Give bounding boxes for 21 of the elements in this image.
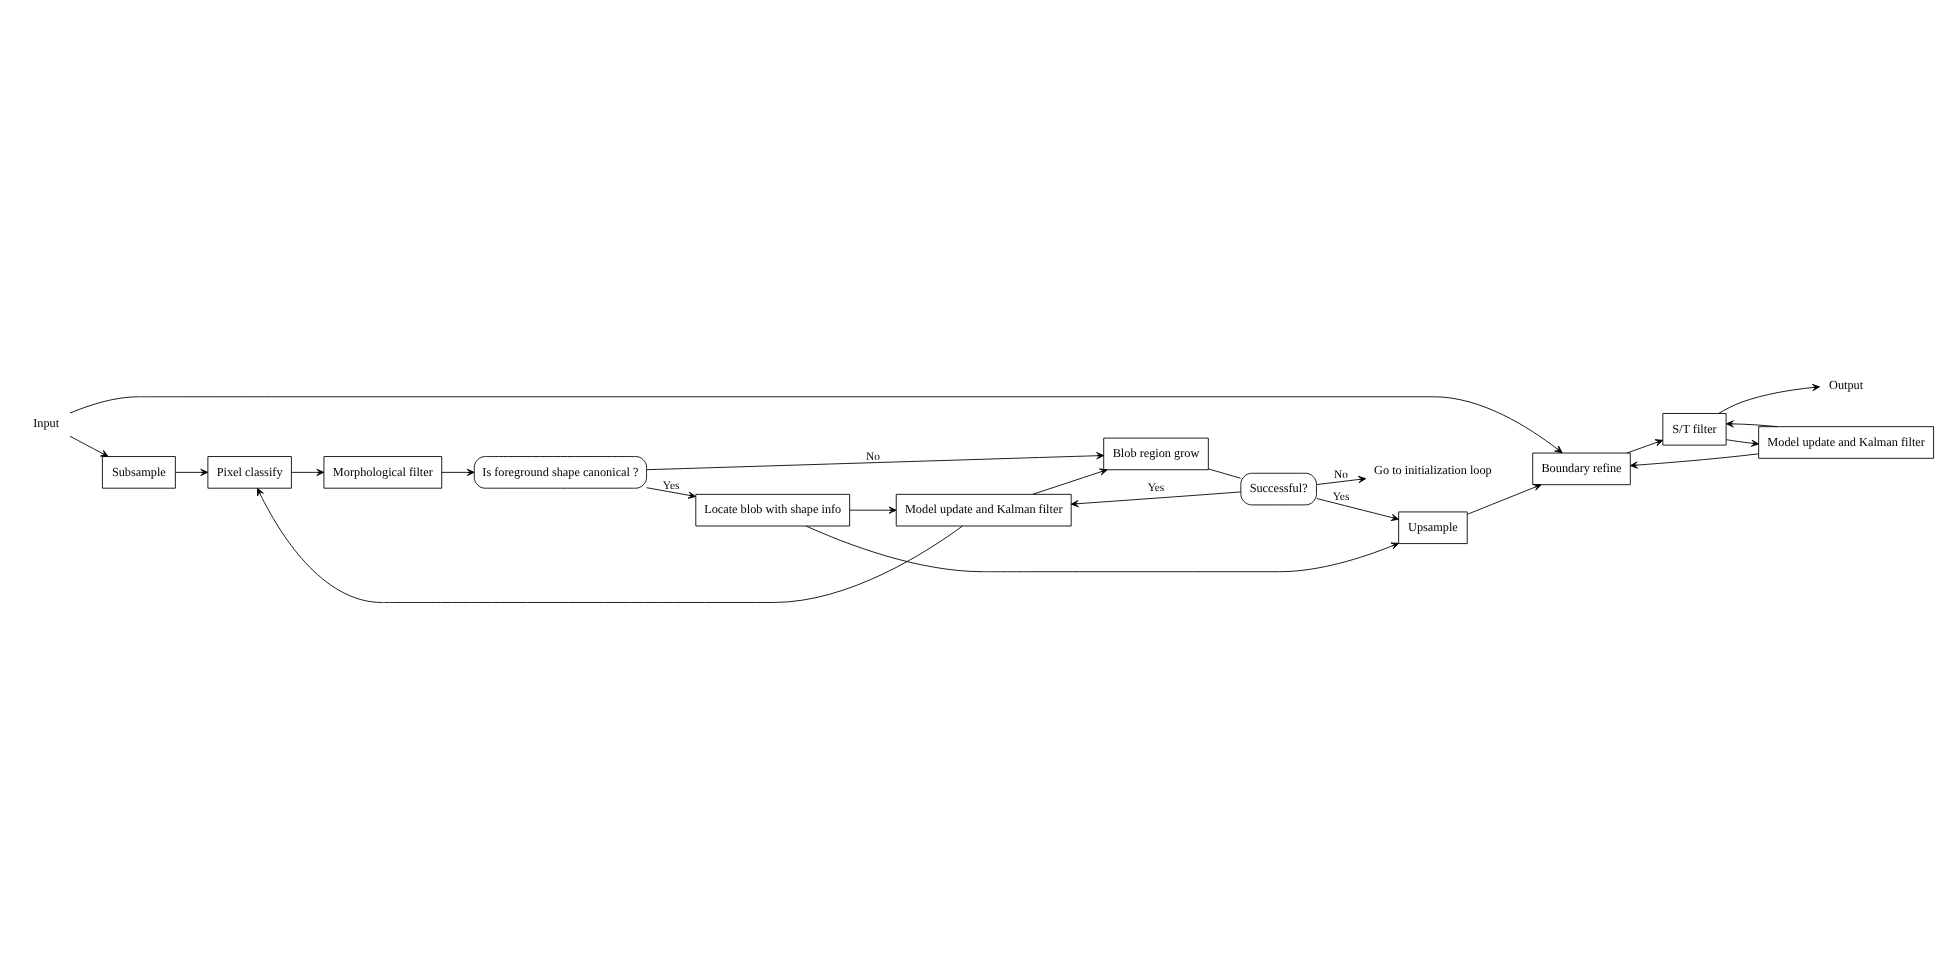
arrow	[69, 395, 1563, 453]
arrow	[1467, 482, 1542, 514]
arrow	[69, 434, 109, 456]
arrow	[646, 451, 1105, 470]
arrow	[441, 467, 475, 475]
arrow	[1626, 438, 1664, 453]
arrow	[1070, 490, 1242, 507]
arrow	[805, 524, 1400, 572]
arrow	[849, 505, 897, 513]
arrow	[1316, 497, 1399, 521]
arrow	[175, 467, 209, 475]
arrow	[1718, 382, 1820, 413]
arrow	[257, 486, 963, 602]
arrow	[1629, 452, 1759, 468]
arrow	[646, 486, 696, 498]
arrow	[1726, 438, 1759, 446]
connector	[1208, 467, 1242, 478]
arrow	[1316, 474, 1367, 484]
arrow	[291, 467, 325, 475]
arrow	[1726, 419, 1778, 427]
arrow	[1032, 467, 1108, 494]
